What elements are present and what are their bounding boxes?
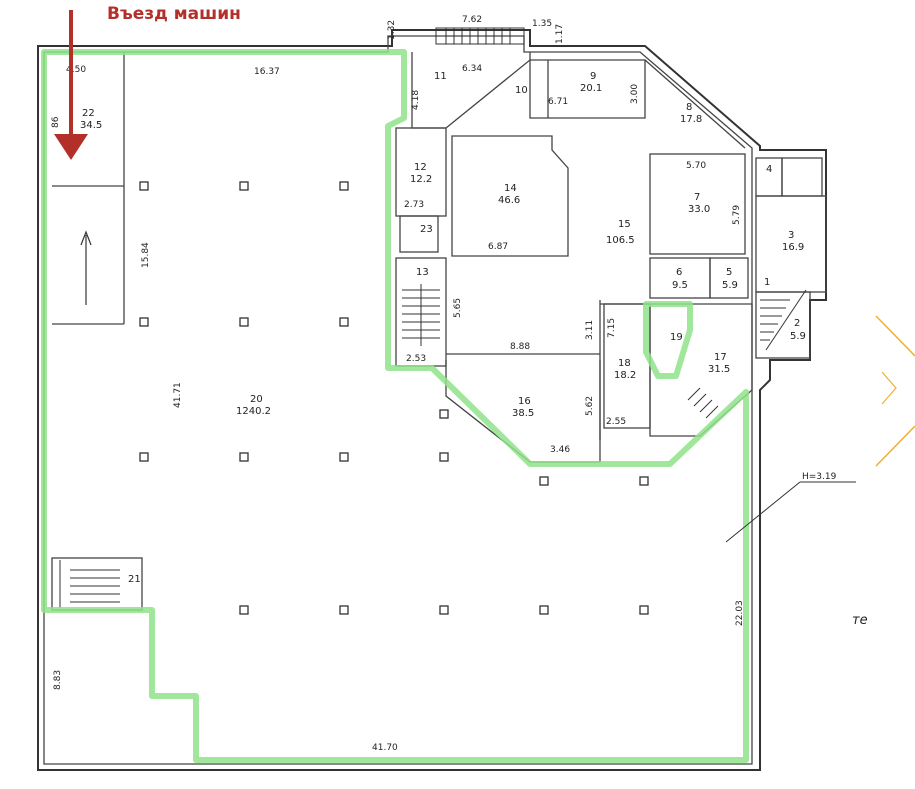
svg-text:4.50: 4.50 — [66, 65, 86, 75]
room-area: 12.2 — [410, 174, 432, 185]
room-num: 1 — [764, 277, 770, 288]
entry-arrow — [54, 10, 88, 160]
svg-text:1.32: 1.32 — [387, 20, 397, 40]
svg-text:3.46: 3.46 — [550, 445, 570, 455]
room-area: 9.5 — [672, 280, 688, 291]
svg-text:1.35: 1.35 — [532, 19, 552, 29]
side-text: те — [852, 613, 868, 628]
inner-outline — [43, 35, 753, 765]
room-num: 12 — [414, 162, 427, 173]
svg-text:H=3.19: H=3.19 — [802, 472, 837, 482]
svg-text:7.15: 7.15 — [607, 318, 617, 338]
columns — [139, 181, 649, 615]
room-num: 22 — [82, 108, 95, 119]
room-labels: 22 34.5 11 10 9 20.1 8 17.8 12 12.2 14 4… — [80, 71, 806, 585]
svg-text:3.11: 3.11 — [585, 320, 595, 340]
svg-text:2.73: 2.73 — [404, 200, 424, 210]
room-num: 18 — [618, 358, 631, 369]
room-num: 9 — [590, 71, 596, 82]
svg-text:4.18: 4.18 — [411, 90, 421, 110]
room-area: 18.2 — [614, 370, 636, 381]
dimension-labels: 7.62 1.35 1.32 1.17 4.50 16.37 6.34 4.18… — [51, 15, 745, 753]
room-num: 5 — [726, 267, 732, 278]
svg-text:41.70: 41.70 — [372, 743, 398, 753]
svg-text:6.71: 6.71 — [548, 97, 568, 107]
outer-wall — [37, 29, 827, 771]
room-num: 4 — [766, 164, 772, 175]
room-num: 23 — [420, 224, 433, 235]
entry-label: Въезд машин — [107, 4, 241, 24]
svg-text:86: 86 — [51, 116, 61, 128]
stairs-17 — [687, 387, 719, 419]
svg-text:1.17: 1.17 — [555, 24, 565, 44]
room-num: 20 — [250, 394, 263, 405]
room-area: 1240.2 — [236, 406, 271, 417]
room-area: 20.1 — [580, 83, 602, 94]
svg-text:5.62: 5.62 — [585, 396, 595, 416]
svg-text:15.84: 15.84 — [141, 242, 151, 268]
svg-text:6.34: 6.34 — [462, 64, 482, 74]
ceiling-height-callout: H=3.19 — [725, 472, 856, 543]
stairs-21 — [59, 560, 120, 608]
svg-text:5.65: 5.65 — [453, 298, 463, 318]
svg-text:5.79: 5.79 — [732, 205, 742, 225]
stairs-2 — [760, 289, 807, 351]
room-num: 10 — [515, 85, 528, 96]
highlight-outline — [41, 49, 749, 763]
room-num: 15 — [618, 219, 631, 230]
svg-text:5.70: 5.70 — [686, 161, 706, 171]
room-num: 7 — [694, 192, 700, 203]
room-num: 13 — [416, 267, 429, 278]
room-num: 3 — [788, 230, 794, 241]
svg-text:41.71: 41.71 — [173, 382, 183, 408]
svg-text:22.03: 22.03 — [735, 600, 745, 626]
room-num: 14 — [504, 183, 517, 194]
stairs-13 — [402, 284, 440, 346]
svg-text:8.83: 8.83 — [53, 670, 63, 690]
room-area: 34.5 — [80, 120, 102, 131]
room-num: 16 — [518, 396, 531, 407]
svg-text:6.87: 6.87 — [488, 242, 508, 252]
svg-text:2.55: 2.55 — [606, 417, 626, 427]
stairs-top — [435, 27, 525, 45]
room-area: 106.5 — [606, 235, 635, 246]
svg-text:8.88: 8.88 — [510, 342, 530, 352]
room-area: 38.5 — [512, 408, 534, 419]
svg-text:2.53: 2.53 — [406, 354, 426, 364]
room-num: 21 — [128, 574, 141, 585]
room-num: 11 — [434, 71, 447, 82]
svg-text:3.00: 3.00 — [630, 84, 640, 104]
room-area: 5.9 — [722, 280, 738, 291]
room-area: 5.9 — [790, 331, 806, 342]
ramp-arrow — [80, 230, 92, 305]
room-area: 16.9 — [782, 242, 804, 253]
room-walls — [51, 52, 827, 611]
room-num: 19 — [670, 332, 683, 343]
room-num: 8 — [686, 102, 692, 113]
svg-text:7.62: 7.62 — [462, 15, 482, 25]
orange-chevron-mark — [875, 315, 915, 467]
room-area: 17.8 — [680, 114, 702, 125]
room-num: 6 — [676, 267, 682, 278]
room-area: 33.0 — [688, 204, 710, 215]
room-num: 17 — [714, 352, 727, 363]
room-num: 2 — [794, 318, 800, 329]
room-area: 46.6 — [498, 195, 520, 206]
svg-text:16.37: 16.37 — [254, 67, 280, 77]
room-area: 31.5 — [708, 364, 730, 375]
highlight-room-19 — [643, 301, 693, 379]
